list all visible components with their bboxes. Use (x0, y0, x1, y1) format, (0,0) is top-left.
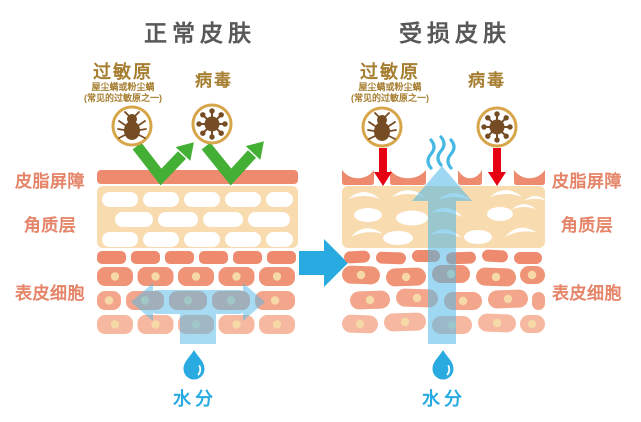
virus-label: 病毒 (195, 71, 233, 90)
allergen-label: 过敏原 (93, 62, 153, 82)
virus-icon (191, 103, 233, 145)
water-droplet-icon (431, 349, 455, 381)
stratum-corneum-label: 角质层 (560, 216, 614, 235)
epidermal-cells-label: 表皮细胞 (552, 284, 622, 303)
normal-skin-panel (97, 103, 298, 381)
moisture-escape-arrow (412, 166, 472, 344)
allergen-subtitle: 屋尘螨或粉尘螨 (常见的过敏原之一) (84, 82, 162, 103)
allergen-subtitle: 屋尘螨或粉尘螨 (常见的过敏原之一) (351, 82, 429, 103)
stratum-corneum-layer (97, 186, 298, 248)
stratum-corneum-label: 角质层 (23, 216, 77, 235)
allergen-label: 过敏原 (360, 62, 420, 82)
water-label: 水分 (422, 389, 466, 409)
sebum-barrier-layer (97, 170, 298, 184)
title-damaged-skin: 受损皮肤 (399, 20, 511, 46)
title-normal-skin: 正常皮肤 (144, 20, 256, 46)
damaged-sebum-barrier-layer (342, 170, 545, 185)
water-droplet-icon (182, 349, 206, 381)
green-arrowheads (175, 141, 264, 161)
moisture-flow-arrow-retained (131, 283, 265, 344)
epidermal-cells-label: 表皮细胞 (15, 284, 85, 303)
sebum-barrier-label: 皮脂屏障 (15, 172, 85, 191)
evaporation-steam-icon (426, 135, 456, 170)
blue-right-arrow (299, 239, 348, 287)
virus-icon (476, 106, 518, 148)
green-reflect-arrows (132, 142, 257, 186)
dust-mite-icon (111, 105, 153, 147)
red-penetration-arrows (374, 148, 506, 186)
damaged-skin-panel (342, 106, 547, 381)
dust-mite-icon (361, 106, 403, 148)
water-label: 水分 (173, 389, 217, 409)
sebum-barrier-label: 皮脂屏障 (552, 172, 622, 191)
virus-label: 病毒 (468, 71, 506, 90)
